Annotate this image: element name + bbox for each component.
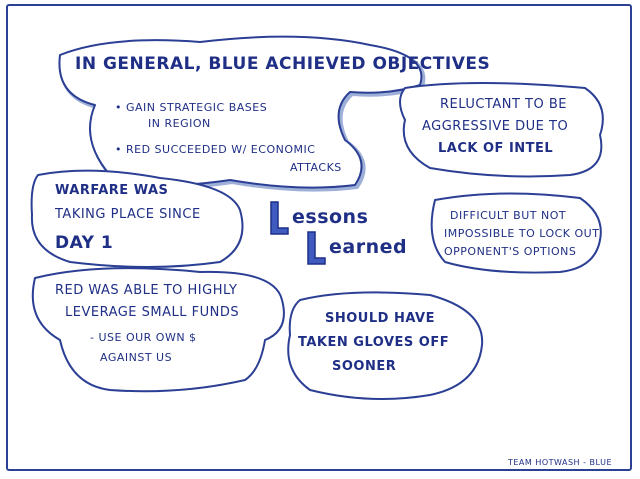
lessons-initial-l-icon: [270, 201, 289, 235]
gloves-line1: Should have: [325, 311, 435, 326]
gloves-line2: taken gloves off: [298, 335, 450, 350]
cloud-red: [31, 267, 285, 393]
warfare-line1: Warfare was: [55, 183, 169, 198]
lessons-word: essons: [292, 206, 369, 228]
warfare-line3: day 1: [55, 233, 114, 253]
difficult-line1: Difficult but not: [450, 209, 567, 222]
general-bullet1-line1: • Gain strategic bases: [115, 101, 268, 114]
cloud-gloves: [287, 291, 484, 400]
cloud-reluctant: [399, 82, 604, 178]
gloves-line3: sooner: [332, 359, 397, 374]
team-footer: Team Hotwash - Blue: [507, 458, 612, 467]
general-bullet2-line1: • Red succeeded w/ economic: [115, 143, 316, 156]
red-line1: Red was able to highly: [55, 283, 238, 298]
reluctant-line2: aggressive due to: [422, 119, 569, 134]
red-line2: leverage small funds: [65, 305, 240, 320]
reluctant-line1: Reluctant to be: [440, 97, 567, 112]
board-border: [6, 4, 632, 471]
learned-initial-l-icon: [307, 231, 326, 265]
general-bullet1-line2: in region: [148, 117, 211, 130]
warfare-line2: taking place since: [55, 207, 201, 222]
reluctant-line3: lack of intel: [438, 141, 554, 156]
red-line4: against us: [100, 351, 173, 364]
difficult-line2: impossible to lock out: [444, 227, 600, 240]
cloud-warfare: [30, 169, 244, 268]
red-line3: - use our own $: [90, 331, 197, 344]
cloud-difficult: [430, 192, 602, 274]
learned-word: earned: [329, 236, 408, 258]
difficult-line3: opponent's options: [444, 245, 577, 258]
general-title: In General, Blue achieved objectives: [75, 54, 491, 74]
general-bullet2-line2: attacks: [290, 161, 342, 174]
